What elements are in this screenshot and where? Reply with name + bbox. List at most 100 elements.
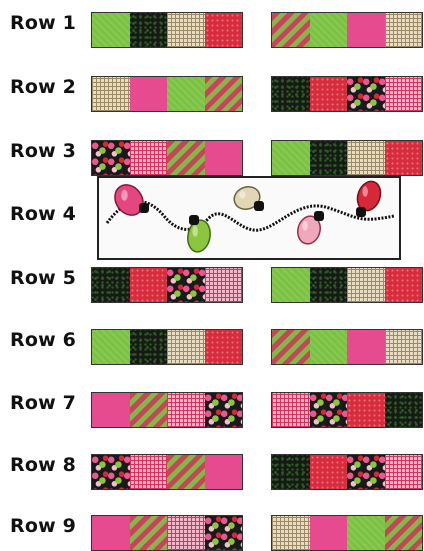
black-fabric-block [384, 393, 422, 427]
pink-check-fabric-block [204, 268, 242, 302]
floral-fabric-block [347, 77, 385, 111]
row-7-right-strip [271, 392, 423, 428]
tan-check-fabric-block [384, 13, 422, 47]
green-fabric-block [347, 516, 385, 550]
bulb-glass [297, 215, 321, 245]
floral-fabric-block [347, 455, 385, 489]
red-fabric-block [129, 268, 167, 302]
black-fabric-block [129, 13, 167, 47]
bulb-highlight [362, 186, 368, 197]
black-fabric-block [272, 455, 310, 489]
tan-check-fabric-block [384, 330, 422, 364]
row-8-left-strip [91, 454, 243, 490]
green-fabric-block [309, 330, 347, 364]
tan-check-fabric-block [92, 77, 130, 111]
stripe-fabric-block [204, 77, 242, 111]
red-fabric-block [204, 13, 242, 47]
bulb-socket [314, 211, 324, 221]
green-fabric-block [167, 77, 205, 111]
red-fabric-block [347, 393, 385, 427]
bulb-glass [114, 184, 144, 216]
red-fabric-block [309, 455, 347, 489]
tan-check-fabric-block [347, 141, 385, 175]
row-6-left-strip [91, 329, 243, 365]
floral-fabric-block [204, 393, 242, 427]
row-9-right-strip [271, 515, 423, 551]
quilt-layout-diagram: Row 1 Row 2 Row 3 Row 4 Row 5 Row 6 Row … [10, 12, 423, 551]
red-light-bulb [356, 180, 382, 217]
tan-check-fabric-block [347, 268, 385, 302]
row-1-label: Row 1 [10, 12, 77, 34]
floral-fabric-block [204, 516, 242, 550]
floral-fabric-block [92, 141, 130, 175]
bulb-socket [356, 207, 366, 217]
pink-fabric-block [92, 516, 130, 550]
red-fabric-block [384, 268, 422, 302]
row-1-right-strip [271, 12, 423, 48]
pink-check-fabric-block [272, 393, 310, 427]
tan-light-bulb [233, 185, 264, 211]
green-fabric-block [92, 330, 130, 364]
stripe-fabric-block [272, 13, 310, 47]
row-3-label: Row 3 [10, 140, 77, 162]
row-1-left-strip [91, 12, 243, 48]
green-light-bulb [187, 215, 211, 253]
row-5-label: Row 5 [10, 267, 77, 289]
row-5-left-strip [91, 267, 243, 303]
row-3-left-strip [91, 140, 243, 176]
bulb-glass [187, 219, 211, 253]
row-9-label: Row 9 [10, 515, 77, 537]
stripe-fabric-block [129, 516, 167, 550]
pink-fabric-block [347, 13, 385, 47]
green-fabric-block [309, 13, 347, 47]
bulb-glass [233, 185, 261, 211]
stripe-fabric-block [129, 393, 167, 427]
row-7-label: Row 7 [10, 392, 77, 414]
row-3-right-strip [271, 140, 423, 176]
black-fabric-block [272, 77, 310, 111]
pink-check-fabric-block [167, 393, 205, 427]
row-6-label: Row 6 [10, 329, 77, 351]
black-fabric-block [309, 141, 347, 175]
pink-fabric-block [309, 516, 347, 550]
pink-check-fabric-block [129, 141, 167, 175]
green-fabric-block [272, 268, 310, 302]
stripe-fabric-block [272, 330, 310, 364]
black-fabric-block [129, 330, 167, 364]
pink-check-fabric-block [384, 455, 422, 489]
row-7-left-strip [91, 392, 243, 428]
pink-light-bulb [114, 184, 149, 216]
stripe-fabric-block [384, 516, 422, 550]
tan-check-fabric-block [167, 13, 205, 47]
pink-fabric-block [204, 141, 242, 175]
red-fabric-block [384, 141, 422, 175]
pink-fabric-block [347, 330, 385, 364]
pink-check-light-bulb [297, 211, 324, 245]
black-fabric-block [92, 268, 130, 302]
row-2-label: Row 2 [10, 76, 77, 98]
floral-fabric-block [167, 268, 205, 302]
red-fabric-block [309, 77, 347, 111]
bulb-highlight [239, 190, 246, 199]
pink-fabric-block [204, 455, 242, 489]
tan-check-fabric-block [167, 330, 205, 364]
row-2-left-strip [91, 76, 243, 112]
bulb-highlight [302, 220, 308, 231]
black-fabric-block [309, 268, 347, 302]
red-fabric-block [204, 330, 242, 364]
row-6-right-strip [271, 329, 423, 365]
green-fabric-block [92, 13, 130, 47]
pink-check-fabric-block [167, 516, 205, 550]
tan-check-fabric-block [272, 516, 310, 550]
floral-fabric-block [92, 455, 130, 489]
bulb-highlight [192, 225, 198, 237]
row-5-right-strip [271, 267, 423, 303]
pink-fabric-block [129, 77, 167, 111]
floral-fabric-block [309, 393, 347, 427]
bulb-socket [189, 215, 199, 225]
pink-check-fabric-block [384, 77, 422, 111]
bulb-socket [139, 203, 149, 213]
pink-fabric-block [92, 393, 130, 427]
pink-check-fabric-block [129, 455, 167, 489]
row-9-left-strip [91, 515, 243, 551]
